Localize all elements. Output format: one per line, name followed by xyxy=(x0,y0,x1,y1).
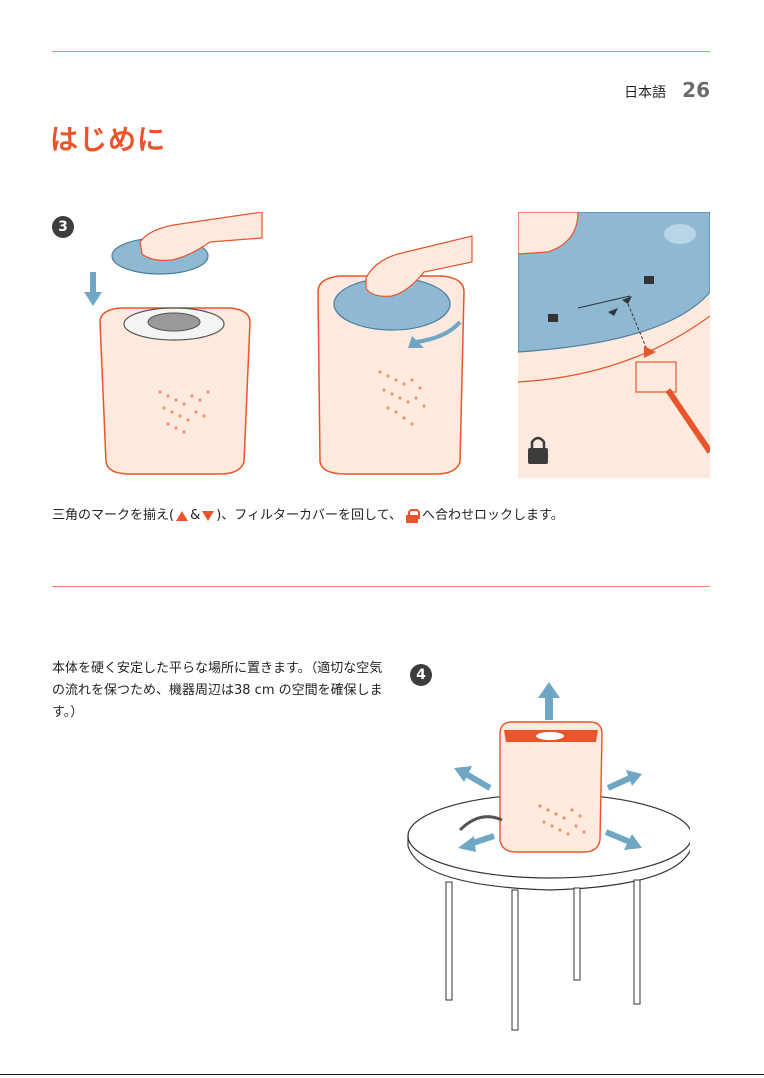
triangle-up-icon xyxy=(176,511,188,521)
illustration-lock-closeup xyxy=(518,212,710,478)
bottom-rule xyxy=(0,1074,764,1075)
page-title: はじめに xyxy=(50,118,166,158)
language-label: 日本語 xyxy=(624,82,666,102)
step-4-instruction: 本体を硬く安定した平らな場所に置きます。（適切な空気の流れを保つため、機器周辺は… xyxy=(52,658,392,724)
illustration-placement xyxy=(400,660,690,1040)
instruction-text-2: )、フィルターカバーを回して、 xyxy=(216,506,402,526)
illustration-rotate-cover xyxy=(296,212,496,480)
lock-icon xyxy=(406,509,418,523)
illustration-place-cover xyxy=(80,212,280,480)
instruction-text-1: 三角のマークを揃え( xyxy=(52,506,174,526)
page-number: 26 xyxy=(682,78,710,102)
section-rule xyxy=(52,586,710,587)
step-3-badge: 3 xyxy=(52,216,74,238)
step-3-instruction: 三角のマークを揃え( & )、フィルターカバーを回して、 へ合わせロックします。 xyxy=(52,506,712,526)
instruction-text-3: へ合わせロックします。 xyxy=(422,506,564,526)
top-rule xyxy=(52,51,710,52)
triangle-down-icon xyxy=(202,511,214,521)
page-header: 日本語 26 xyxy=(624,78,710,102)
instruction-amp: & xyxy=(190,506,200,526)
